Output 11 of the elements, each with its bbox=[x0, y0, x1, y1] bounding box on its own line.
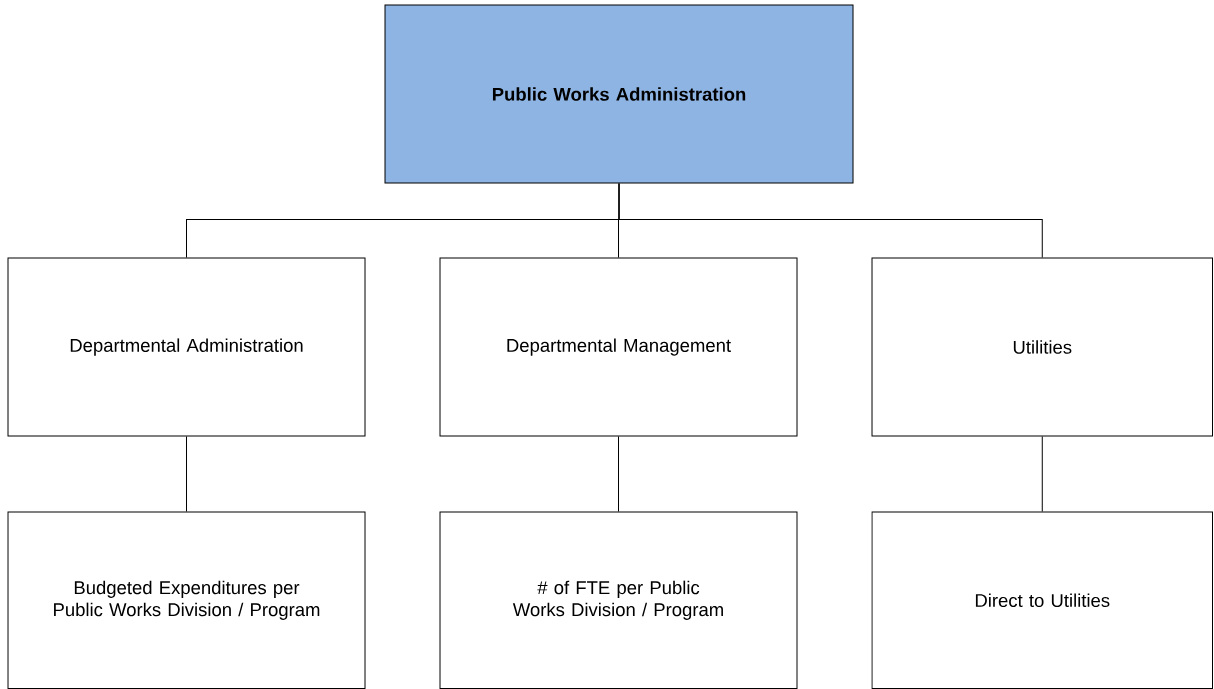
org-box: Departmental Administration bbox=[7, 257, 366, 437]
connector-line bbox=[1041, 436, 1043, 512]
org-box: Budgeted Expenditures per Public Works Division / Program bbox=[7, 511, 366, 689]
org-box: Utilities bbox=[871, 257, 1213, 437]
connector-line bbox=[618, 436, 619, 512]
heading-box: Public Works Administration bbox=[384, 4, 854, 184]
org-box: Departmental Management bbox=[439, 257, 798, 437]
connector-line bbox=[186, 436, 187, 512]
org-box: Direct to Utilities bbox=[871, 511, 1213, 689]
org-box: # of FTE per Public Works Division / Program bbox=[439, 511, 798, 689]
connector-line bbox=[618, 183, 1043, 258]
